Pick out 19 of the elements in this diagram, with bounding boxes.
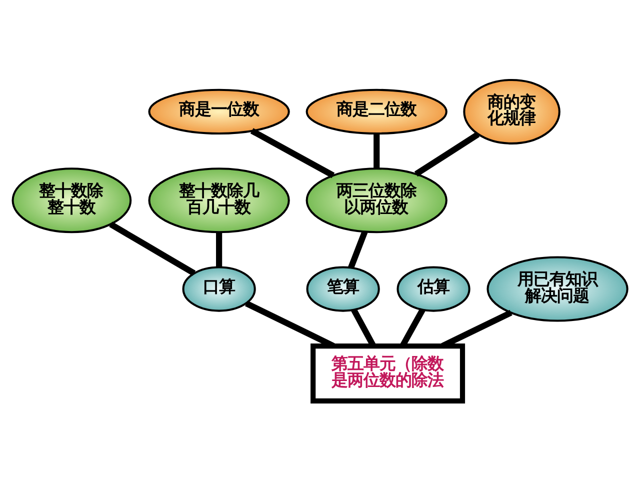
node-ellipse: 商的变化规律 xyxy=(463,78,560,144)
node-ellipse: 估算 xyxy=(396,266,470,312)
node-ellipse: 笔算 xyxy=(306,266,380,312)
node-ellipse: 用已有知识解决问题 xyxy=(486,256,628,322)
node-ellipse: 口算 xyxy=(182,266,256,312)
node-ellipse: 商是二位数 xyxy=(306,88,448,134)
connector xyxy=(374,132,380,168)
node-ellipse: 商是一位数 xyxy=(148,88,290,134)
connector xyxy=(245,300,335,348)
node-box: 第五单元（除数是两位数的除法 xyxy=(310,343,466,403)
connector xyxy=(414,131,480,176)
connector xyxy=(348,230,368,268)
node-ellipse: 两三位数除以两位数 xyxy=(306,167,448,233)
connector xyxy=(441,309,512,348)
node-ellipse: 整十数除整十数 xyxy=(12,167,132,233)
connector xyxy=(250,128,335,178)
connector xyxy=(216,232,222,267)
connector xyxy=(109,221,196,276)
node-ellipse: 整十数除几百几十数 xyxy=(148,167,290,233)
